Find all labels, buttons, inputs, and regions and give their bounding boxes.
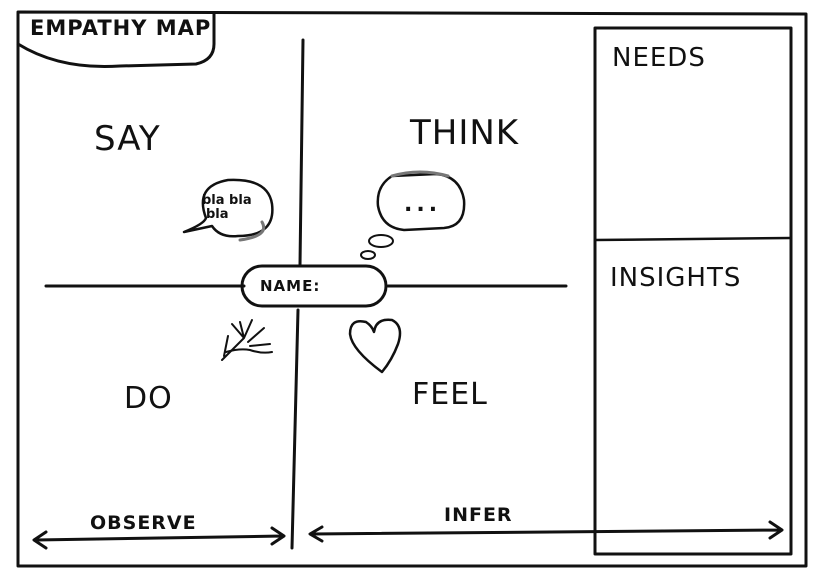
outer-frame <box>16 10 808 568</box>
needs-panel-label: NEEDS <box>612 43 706 73</box>
observe-arrow <box>32 526 286 550</box>
quadrant-do-label: DO <box>124 381 173 416</box>
insights-panel-label: INSIGHTS <box>610 263 742 293</box>
name-oval <box>240 264 388 308</box>
quadrant-think-label: THINK <box>410 113 520 153</box>
infer-arrow <box>308 520 784 543</box>
thought-bubble-icon <box>360 170 466 260</box>
page-title: EMPATHY MAP <box>30 16 212 40</box>
speech-bubble-icon <box>182 178 274 242</box>
right-panel-divider <box>593 236 793 242</box>
speech-bubble-line1: bla bla <box>202 193 252 208</box>
title-tab-outline <box>16 12 216 68</box>
vertical-divider <box>290 38 305 550</box>
infer-axis-label: INFER <box>444 504 513 526</box>
name-label: NAME: <box>260 277 321 295</box>
observe-axis-label: OBSERVE <box>90 512 197 534</box>
thought-bubble-text: ... <box>404 192 442 217</box>
quadrant-feel-label: FEEL <box>412 377 488 412</box>
hand-icon <box>221 319 273 361</box>
heart-icon <box>348 318 402 374</box>
right-panel-frame <box>593 26 793 556</box>
quadrant-say-label: SAY <box>94 119 161 159</box>
speech-bubble-line2: bla <box>206 207 229 222</box>
